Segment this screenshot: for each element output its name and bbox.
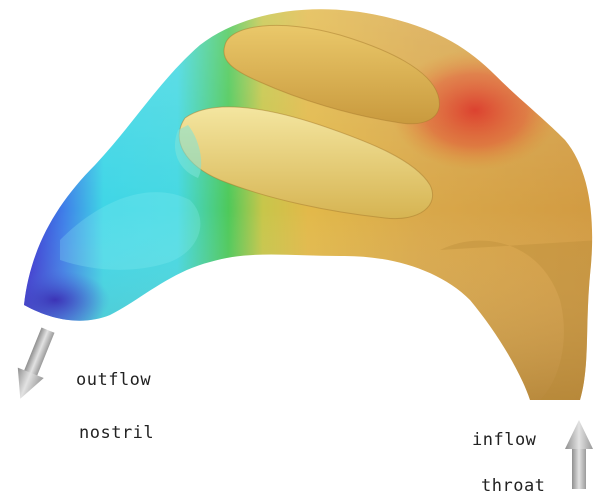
- throat-label: throat: [481, 476, 545, 496]
- outflow-label: outflow: [76, 370, 151, 390]
- arrow-down-left-icon: [7, 325, 61, 404]
- nostril-label: nostril: [79, 423, 154, 443]
- arrow-up-icon: [565, 420, 593, 489]
- cavity-surface: [0, 0, 601, 420]
- inflow-label: inflow: [472, 430, 536, 450]
